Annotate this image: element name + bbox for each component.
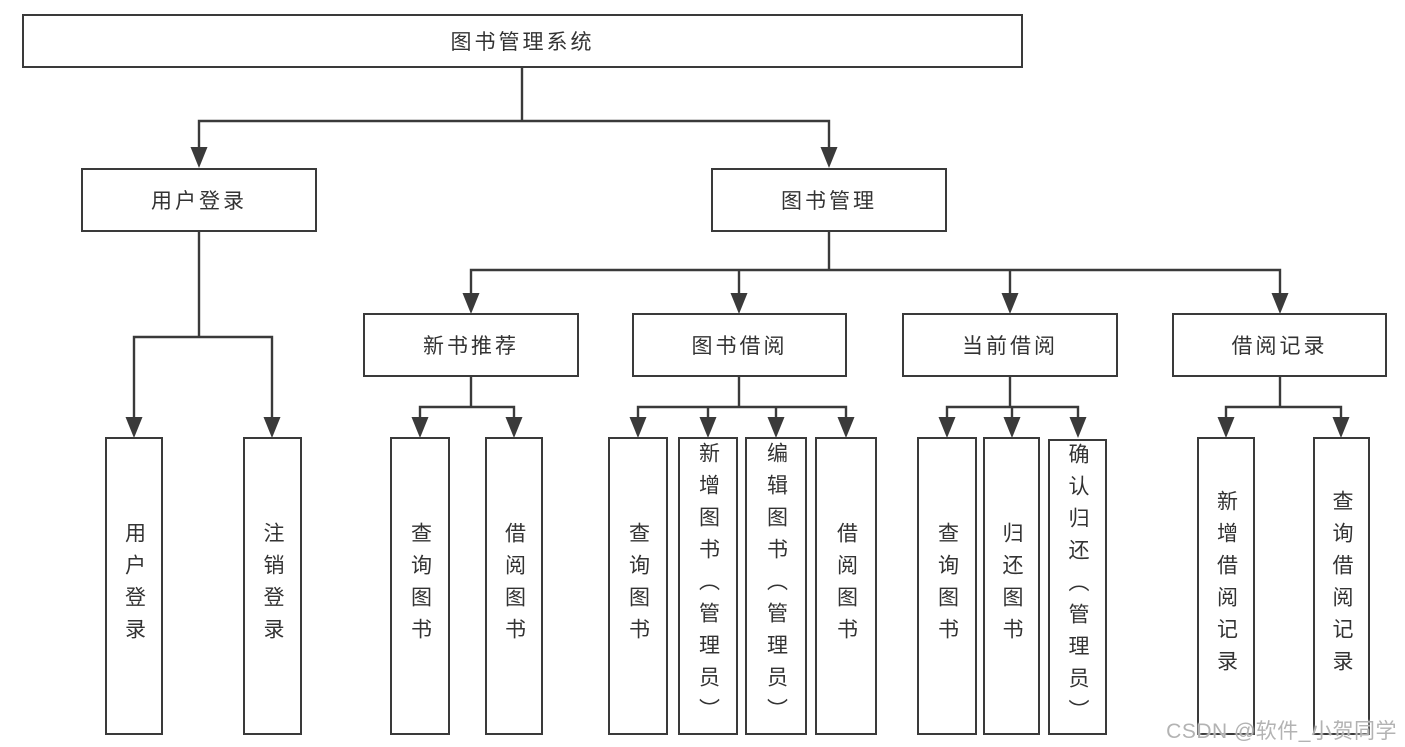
node-label: 查询图书 (935, 522, 959, 650)
node-label: 归还图书 (1000, 522, 1023, 650)
node-label: 借阅记录 (1231, 335, 1328, 358)
node-borrow-record: 借阅记录 (1172, 313, 1387, 377)
node-label: 图书管理系统 (450, 31, 595, 54)
node-label: 编辑图书（管理员） (764, 442, 788, 730)
leaf-borrow-books-recommend: 借阅图书 (485, 437, 543, 735)
node-label: 新增借阅记录 (1214, 490, 1238, 682)
leaf-user-login: 用户登录 (105, 437, 163, 735)
node-label: 新书推荐 (423, 335, 519, 358)
node-label: 查询图书 (408, 522, 432, 650)
node-label: 用户登录 (122, 522, 146, 650)
node-user-login: 用户登录 (81, 168, 317, 232)
leaf-query-books-recommend: 查询图书 (390, 437, 450, 735)
connector-current-borrow-branch (938, 377, 1087, 438)
connector-root-to-level2 (190, 68, 838, 168)
node-label: 确认归还（管理员） (1066, 443, 1089, 731)
leaf-confirm-return-admin: 确认归还（管理员） (1048, 439, 1107, 735)
leaf-return-books: 归还图书 (983, 437, 1040, 735)
connector-user-login-branch (125, 232, 281, 438)
node-label: 当前借阅 (962, 335, 1058, 358)
leaf-query-books-current: 查询图书 (917, 437, 977, 735)
node-label: 用户登录 (151, 190, 247, 213)
node-label: 借阅图书 (502, 522, 526, 650)
node-label: 注销登录 (261, 522, 284, 650)
node-book-borrow: 图书借阅 (632, 313, 847, 377)
leaf-query-books-borrow: 查询图书 (608, 437, 668, 735)
connector-book-borrow-branch (629, 377, 855, 438)
leaf-query-borrow-record: 查询借阅记录 (1313, 437, 1370, 735)
leaf-edit-books-admin: 编辑图书（管理员） (745, 437, 807, 735)
leaf-add-borrow-record: 新增借阅记录 (1197, 437, 1255, 735)
node-label: 图书借阅 (691, 335, 788, 358)
node-label: 查询图书 (626, 522, 650, 650)
node-label: 借阅图书 (834, 522, 858, 650)
node-label: 查询借阅记录 (1330, 490, 1353, 682)
node-new-book-recommend: 新书推荐 (363, 313, 579, 377)
leaf-add-books-admin: 新增图书（管理员） (678, 437, 738, 735)
watermark: CSDN @软件_小贺同学 (1166, 720, 1397, 743)
leaf-borrow-books: 借阅图书 (815, 437, 877, 735)
connector-borrow-record-branch (1217, 377, 1350, 438)
node-label: 新增图书（管理员） (696, 442, 720, 730)
node-root-system: 图书管理系统 (22, 14, 1023, 68)
node-book-management: 图书管理 (711, 168, 947, 232)
node-label: 图书管理 (781, 190, 877, 213)
connector-new-book-branch (411, 377, 523, 438)
connector-book-management-branch (462, 232, 1289, 314)
node-current-borrow: 当前借阅 (902, 313, 1118, 377)
leaf-logout: 注销登录 (243, 437, 302, 735)
